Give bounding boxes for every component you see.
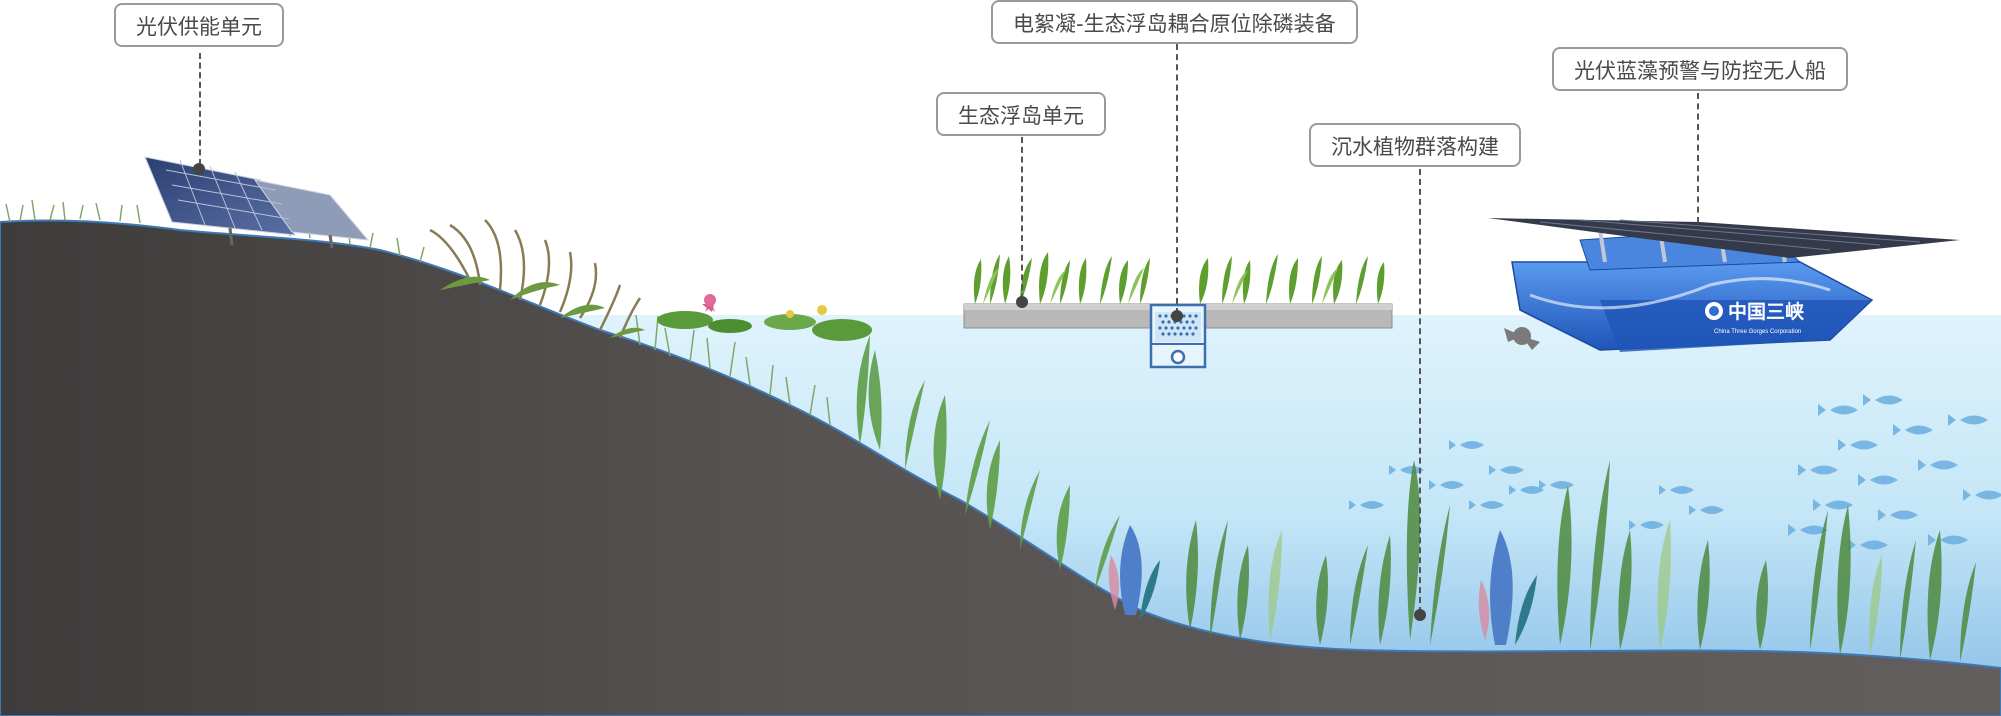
leader-eco-island bbox=[1021, 137, 1023, 300]
boat-brand-text: 中国三峡 bbox=[1728, 300, 1805, 323]
leader-electroflocculation bbox=[1176, 44, 1178, 314]
fish-school bbox=[1349, 394, 2001, 551]
label-electroflocculation-equipment: 电絮凝-生态浮岛耦合原位除磷装备 bbox=[991, 0, 1358, 44]
reed-leaves bbox=[440, 276, 645, 338]
boat-brand-subtext: China Three Gorges Corporation bbox=[1714, 329, 1801, 335]
anchor-pv-power-unit bbox=[193, 163, 205, 175]
label-submerged-plant-community: 沉水植物群落构建 bbox=[1309, 123, 1521, 167]
solar-panel-array bbox=[144, 156, 370, 249]
label-pv-power-unit: 光伏供能单元 bbox=[114, 3, 284, 47]
label-pv-algae-drone-boat: 光伏蓝藻预警与防控无人船 bbox=[1552, 47, 1848, 91]
riverbank-ground bbox=[0, 219, 2001, 716]
slope-aquatic-plants bbox=[856, 335, 1120, 590]
submerged-plants bbox=[1108, 460, 1976, 662]
leader-pv-power-unit bbox=[199, 53, 201, 165]
anchor-electroflocculation bbox=[1171, 310, 1183, 322]
drone-boat: 中国三峡 China Three Gorges Corporation bbox=[1488, 218, 1960, 352]
water-lilies bbox=[657, 294, 872, 341]
reeds bbox=[429, 219, 642, 339]
anchor-eco-island bbox=[1016, 296, 1028, 308]
label-eco-floating-island-unit: 生态浮岛单元 bbox=[936, 92, 1106, 136]
leader-drone-boat bbox=[1697, 93, 1699, 223]
leader-submerged-plants bbox=[1419, 169, 1421, 613]
anchor-submerged-plants bbox=[1414, 609, 1426, 621]
